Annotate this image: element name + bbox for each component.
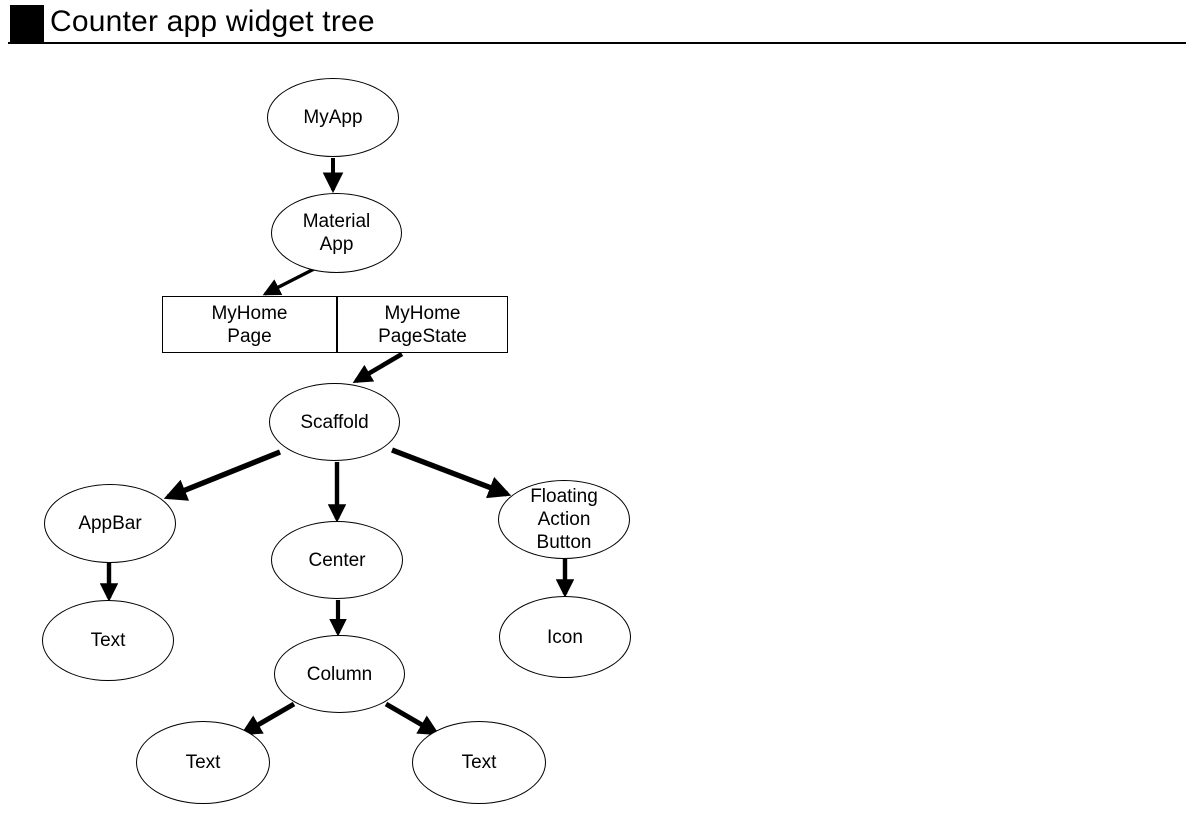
node-text-appbar-label: Text — [90, 630, 126, 651]
node-scaffold[interactable]: Scaffold — [269, 383, 400, 461]
black-square-bullet-icon — [10, 5, 44, 43]
node-text-appbar[interactable]: Text — [42, 600, 174, 681]
node-column[interactable]: Column — [274, 635, 405, 713]
node-text-column-left[interactable]: Text — [136, 721, 270, 804]
node-center-label: Center — [308, 549, 366, 571]
node-floating-action-button[interactable]: Floating Action Button — [498, 480, 630, 559]
node-appbar[interactable]: AppBar — [44, 484, 176, 563]
node-center[interactable]: Center — [271, 521, 403, 599]
node-myhomepage[interactable]: MyHome Page — [162, 296, 338, 353]
edge-myhomepagestate-to-scaffold — [352, 352, 404, 383]
node-column-label: Column — [306, 663, 373, 685]
node-material-app[interactable]: Material App — [271, 193, 402, 273]
node-myapp-label: MyApp — [303, 107, 363, 128]
node-floating-action-button-label: Floating Action Button — [530, 486, 598, 553]
edge-scaffold-to-fab — [391, 447, 512, 499]
node-material-app-label: Material App — [302, 211, 371, 255]
node-myhomepagestate[interactable]: MyHome PageState — [338, 296, 508, 353]
node-text-column-left-label: Text — [185, 752, 221, 773]
node-appbar-label: AppBar — [78, 513, 142, 534]
node-icon[interactable]: Icon — [499, 596, 631, 678]
node-myhomepage-label: MyHome Page — [211, 302, 288, 347]
node-myhomepagestate-label: MyHome PageState — [378, 302, 467, 347]
page-title: Counter app widget tree — [50, 5, 375, 38]
node-text-column-right-label: Text — [461, 752, 497, 773]
node-icon-label: Icon — [547, 626, 583, 648]
edge-materialapp-to-myhomepage — [262, 266, 317, 296]
edge-column-to-text-left — [240, 701, 296, 736]
edge-scaffold-to-appbar — [163, 449, 282, 501]
node-text-column-right[interactable]: Text — [412, 721, 546, 804]
node-myhomepage-group: MyHome Page MyHome PageState — [162, 296, 508, 353]
header-divider — [8, 42, 1186, 44]
node-scaffold-label: Scaffold — [300, 411, 369, 433]
node-myapp[interactable]: MyApp — [267, 78, 399, 157]
page-header: Counter app widget tree — [0, 0, 1200, 48]
edge-column-to-text-right — [384, 701, 440, 736]
